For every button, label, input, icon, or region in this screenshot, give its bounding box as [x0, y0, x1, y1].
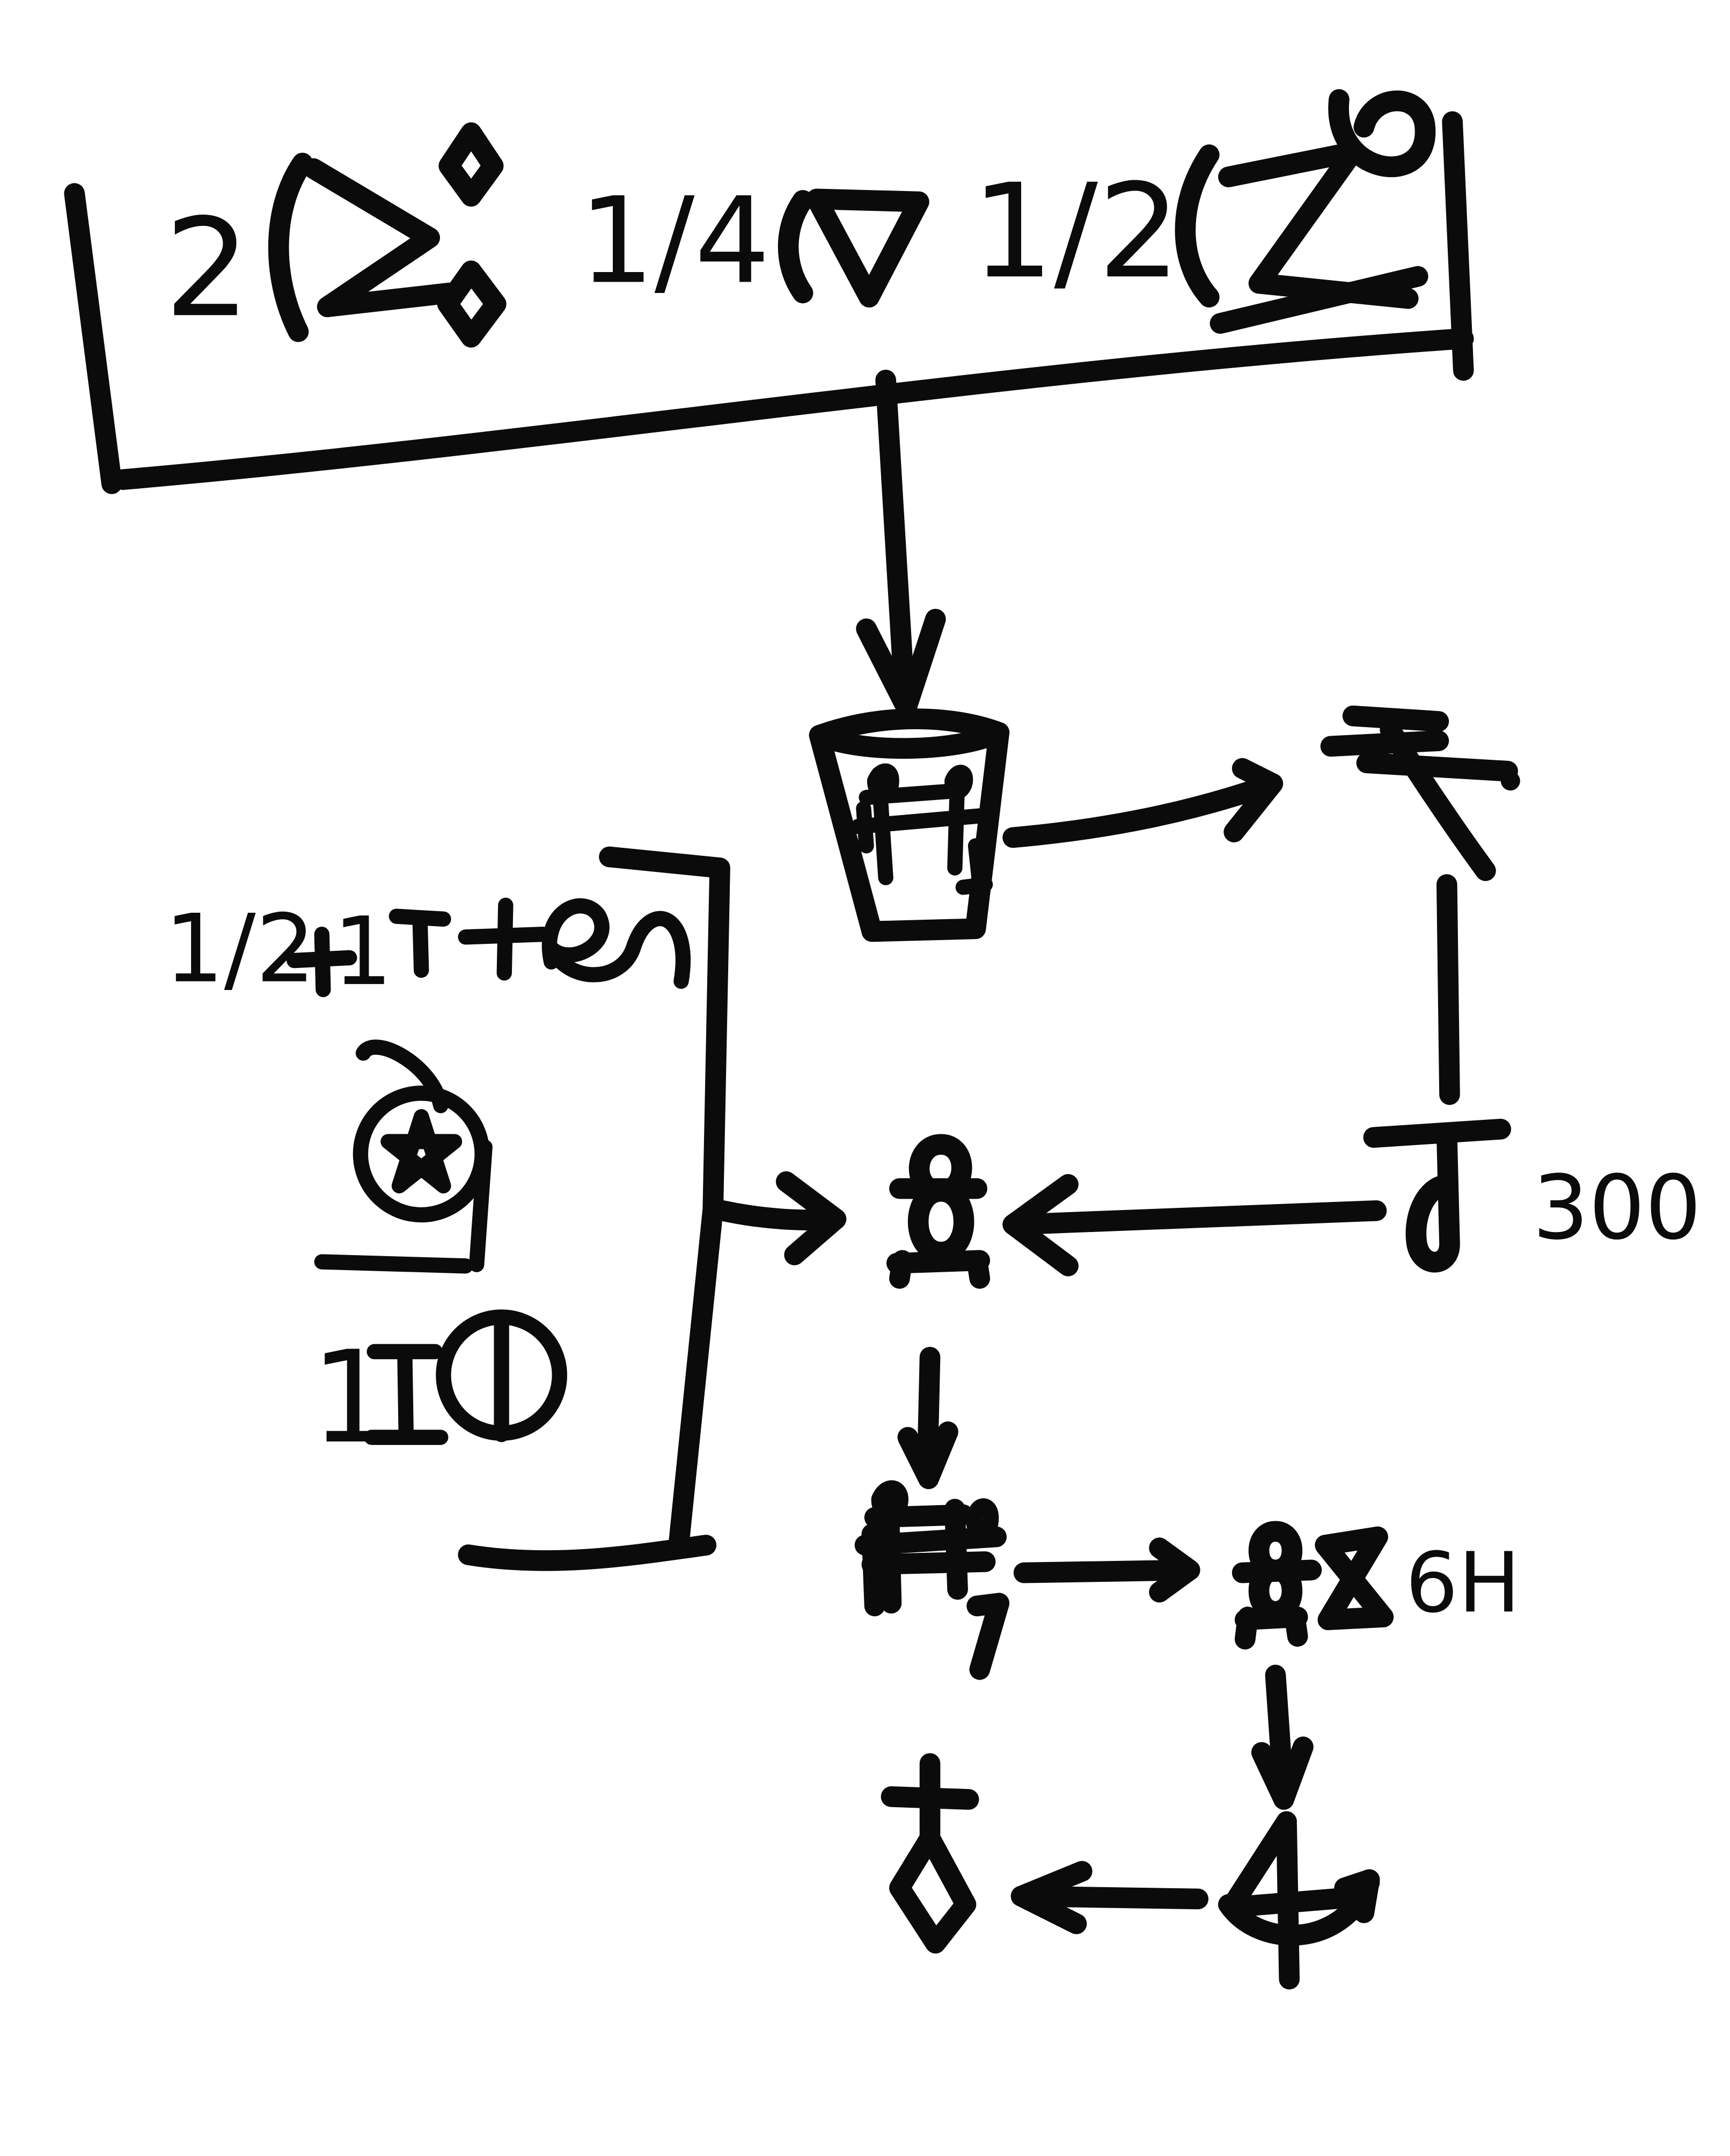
hourglass-icon: [1315, 1526, 1394, 1630]
vessel: [809, 708, 1010, 942]
downward-triangle-icon: [778, 188, 929, 308]
connector-vessel-to-hammer: [1002, 758, 1284, 848]
tin-icon: [388, 908, 451, 978]
heat-value: 300: [1533, 1156, 1702, 1259]
step-combine: [886, 1134, 991, 1289]
ingredients-box-bracket: [64, 111, 1474, 494]
sigma-with-loop-icon: [1175, 89, 1436, 334]
plus-sign-2: [458, 897, 551, 981]
ingredient-entry-3: 1/2: [971, 89, 1436, 334]
step-spin: [1218, 1811, 1380, 1990]
step-hammer: [1320, 705, 1520, 881]
side-input-line-2: 1: [311, 1309, 567, 1471]
side-inputs-bracket: [458, 846, 730, 1571]
ingredients-box: 2 1/4 1/2: [64, 89, 1474, 494]
sigma-between-diamonds-icon: [268, 122, 507, 348]
ingredient-entry-2: 1/4: [579, 172, 929, 310]
rest-value: 6H: [1405, 1535, 1521, 1631]
pentagram-circle-icon: [314, 1039, 493, 1274]
connector-side-to-combine: [712, 1171, 847, 1265]
step-rest: 6H: [1231, 1521, 1521, 1650]
ingredient-entry-1: 2: [164, 122, 507, 348]
connector-rest-to-spin: [1251, 1664, 1314, 1810]
vessel-contents-glyph-icon: [850, 763, 993, 895]
figure-eight-stand-icon: [1231, 1521, 1322, 1650]
hammer-strike-icon: [1320, 705, 1520, 881]
tin-icon: [364, 1344, 449, 1445]
crucible-icon: [809, 708, 1010, 942]
glyph-icon: [854, 1480, 1010, 1680]
figure-eight-stand-icon: [886, 1134, 991, 1289]
side-input-quantity-1: 1/2: [164, 894, 316, 1004]
plus-sign-1: [287, 926, 357, 998]
diamond-cross-icon: [881, 1753, 979, 1954]
connector-box-to-vessel: [856, 369, 946, 718]
step-result: [881, 1753, 979, 1954]
four-rotate-icon: [1218, 1811, 1380, 1990]
step-heat: 300: [1363, 1118, 1702, 1273]
side-inputs: 1/2 1 1: [164, 846, 730, 1571]
loop-icon: [541, 898, 691, 989]
ingredient-quantity-2: 1/4: [579, 172, 770, 310]
step-distill: [854, 1480, 1010, 1680]
ingredient-quantity-3: 1/2: [971, 156, 1181, 307]
connector-spin-to-result: [1010, 1861, 1209, 1934]
connector-heat-to-combine: [1002, 1174, 1387, 1277]
connector-distill-to-rest: [1013, 1537, 1200, 1603]
circled-line-icon: [436, 1309, 567, 1442]
connector-hammer-to-heat: [1436, 874, 1460, 1105]
side-input-line-1: 1/2 1: [164, 894, 691, 1007]
anchor-hook-icon: [1363, 1118, 1512, 1273]
side-input-quantity-2: 1: [333, 897, 392, 1007]
ingredient-quantity-1: 2: [164, 189, 251, 347]
connector-combine-to-distill: [897, 1346, 958, 1490]
